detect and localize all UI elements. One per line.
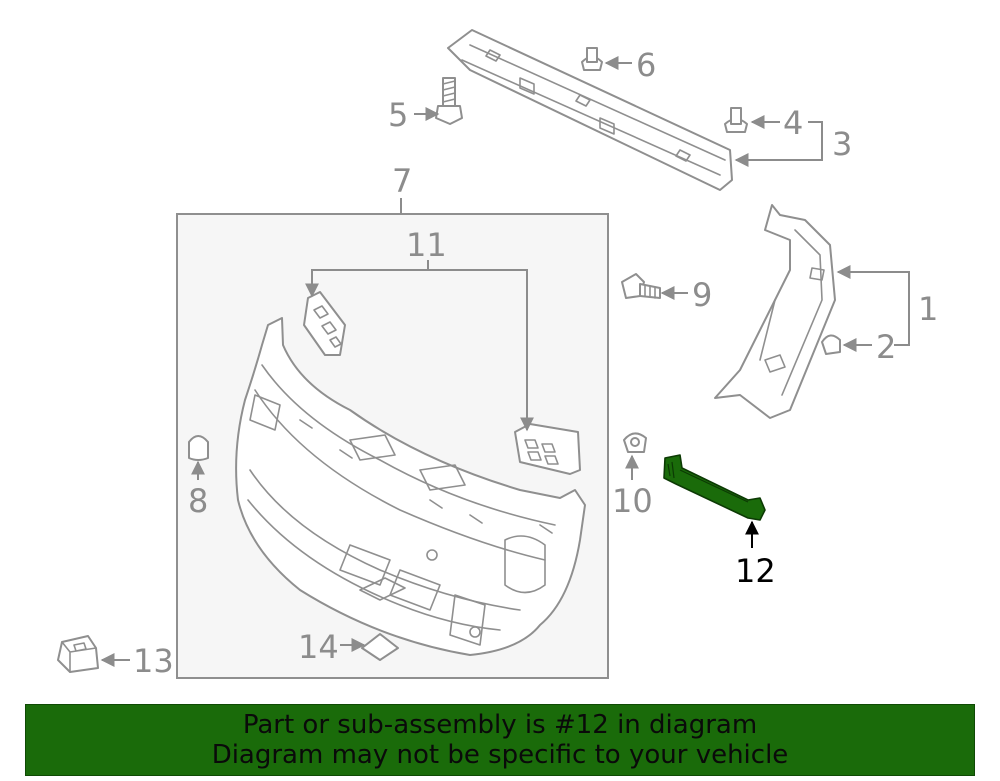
clip-part-2 bbox=[821, 334, 841, 355]
bracket-part-11-left bbox=[303, 291, 346, 356]
callout-14: 14 bbox=[298, 628, 339, 666]
banner-line-disclaimer: Diagram may not be specific to your vehi… bbox=[211, 740, 789, 770]
callout-8: 8 bbox=[188, 482, 208, 520]
callout-4: 4 bbox=[783, 104, 803, 142]
pillar-trim-part-1 bbox=[714, 204, 836, 419]
bolt-part-5 bbox=[435, 77, 463, 125]
callout-12: 12 bbox=[735, 552, 776, 590]
callout-9: 9 bbox=[692, 276, 712, 314]
reinforcement-bar-part-12 bbox=[663, 454, 766, 521]
banner-line-part-number: Part or sub-assembly is #12 in diagram bbox=[242, 710, 758, 740]
info-banner: Part or sub-assembly is #12 in diagram D… bbox=[25, 704, 975, 776]
bolt-part-9 bbox=[621, 273, 661, 299]
clip-part-13 bbox=[57, 635, 99, 673]
callout-1: 1 bbox=[918, 290, 938, 328]
callout-11: 11 bbox=[406, 226, 447, 264]
callout-3: 3 bbox=[832, 125, 852, 163]
callout-6: 6 bbox=[636, 46, 656, 84]
liftgate-trim-panel-part-7 bbox=[235, 317, 586, 656]
upper-rail-part-3 bbox=[447, 29, 733, 191]
clip-part-6 bbox=[581, 47, 603, 71]
callout-7: 7 bbox=[392, 162, 412, 200]
callout-10: 10 bbox=[612, 482, 653, 520]
grommet-part-8 bbox=[188, 435, 209, 461]
clip-part-4 bbox=[724, 107, 748, 133]
callout-labels: 1 2 3 4 5 6 7 8 9 10 11 12 13 14 bbox=[133, 46, 938, 680]
callout-5: 5 bbox=[388, 96, 408, 134]
callout-2: 2 bbox=[876, 328, 896, 366]
callout-13: 13 bbox=[133, 642, 174, 680]
leader-lines bbox=[100, 56, 910, 667]
clip-part-10 bbox=[623, 432, 647, 453]
pad-part-14 bbox=[361, 633, 399, 661]
